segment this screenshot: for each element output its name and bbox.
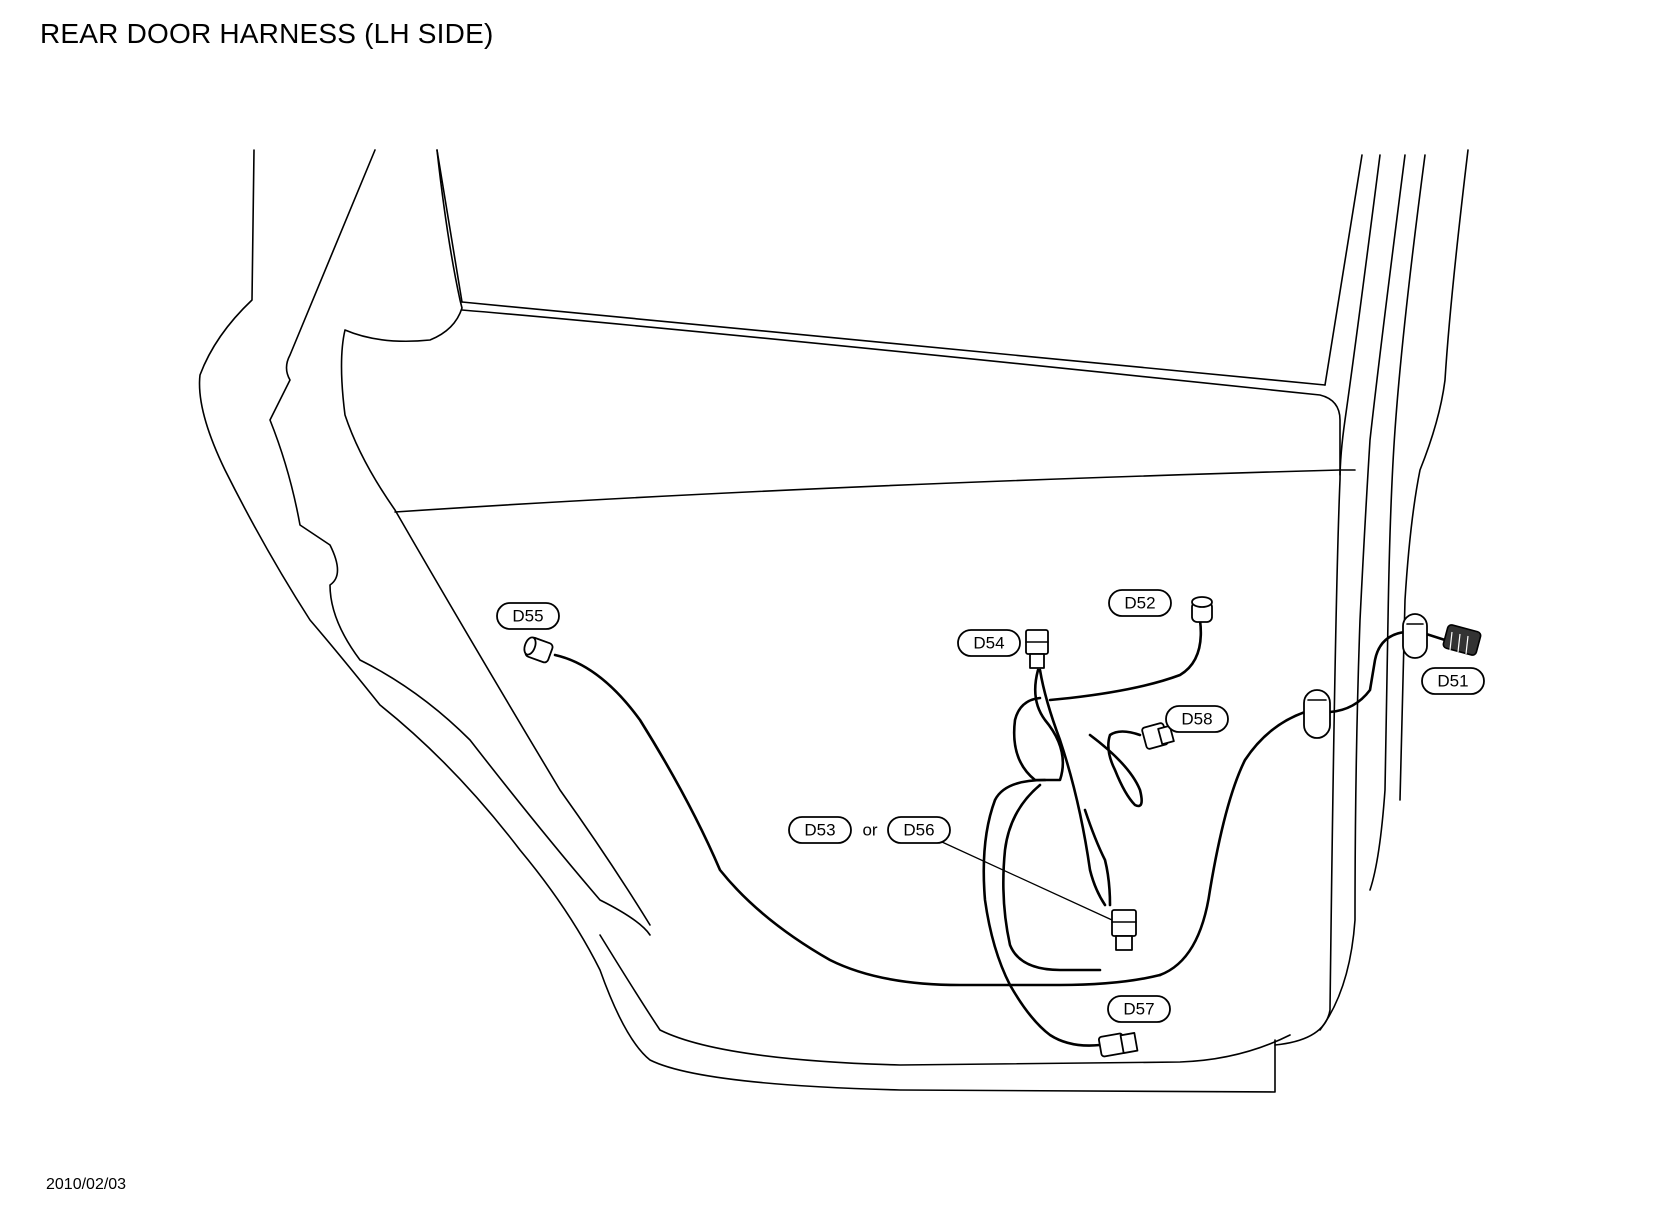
label-d51-text: D51 (1437, 672, 1468, 691)
label-d57-text: D57 (1123, 1000, 1154, 1019)
wire-branch-inner (1002, 783, 1102, 972)
label-d53: D53 (788, 816, 852, 844)
label-d53-text: D53 (804, 821, 835, 840)
door-panel-left-edge (340, 149, 651, 926)
connector-d57-body (1098, 1032, 1139, 1058)
wire-d55 (553, 653, 1162, 987)
label-d55: D55 (496, 602, 560, 630)
label-d57: D57 (1107, 995, 1171, 1023)
connector-d53-d56-body (1111, 909, 1137, 951)
page-title: REAR DOOR HARNESS (LH SIDE) (40, 18, 494, 49)
door-bottom-inner (599, 934, 1291, 1066)
door-outer-left-edge (198, 149, 1276, 1093)
label-or: or (862, 821, 877, 840)
beltline-trim (394, 469, 1356, 513)
connector-bodies (523, 596, 1482, 1058)
door-frame-right-b (1319, 154, 1406, 1031)
grommets (1303, 613, 1428, 739)
window-frame-left (436, 149, 463, 303)
door-outline (198, 149, 1469, 1093)
wire-d54-loop (1012, 668, 1065, 782)
connector-d54-body (1025, 629, 1049, 669)
door-frame-right-a (1274, 154, 1381, 1046)
label-d56-text: D56 (903, 821, 934, 840)
label-d52: D52 (1108, 589, 1172, 617)
label-d51: D51 (1421, 667, 1485, 695)
connector-d55-body (523, 636, 554, 664)
wire-d53-d56 (1083, 808, 1112, 907)
wire-main-trunk (1158, 710, 1307, 977)
diagram-date: 2010/02/03 (46, 1176, 127, 1193)
connector-d52-body (1191, 596, 1213, 623)
label-d52-text: D52 (1124, 594, 1155, 613)
label-d58-text: D58 (1181, 710, 1212, 729)
window-sill-lower-line (461, 309, 1341, 476)
wire-d58 (1088, 730, 1143, 808)
window-sill-line (461, 301, 1326, 386)
grommet-lower (1303, 689, 1331, 739)
grommet-upper (1402, 613, 1428, 659)
wire-d54-down (1038, 668, 1107, 907)
wire-branch-d57 (982, 778, 1102, 1047)
wire-d52 (1048, 618, 1203, 702)
leader-d53-d56 (941, 841, 1113, 921)
door-frame-right-d (1399, 149, 1469, 801)
connector-d58-body (1141, 722, 1175, 750)
label-d54: D54 (957, 629, 1021, 657)
door-inner-left-edge (269, 149, 651, 936)
door-frame-right-c (1369, 154, 1426, 891)
wiring-harness (553, 618, 1447, 1047)
label-d55-text: D55 (512, 607, 543, 626)
wire-grommet-to-grommet (1328, 630, 1407, 714)
door-frame-right-inner (1324, 154, 1363, 386)
label-d56: D56 (887, 816, 951, 844)
connector-d51-body (1442, 624, 1482, 656)
label-d54-text: D54 (973, 634, 1004, 653)
label-d58: D58 (1165, 705, 1229, 733)
